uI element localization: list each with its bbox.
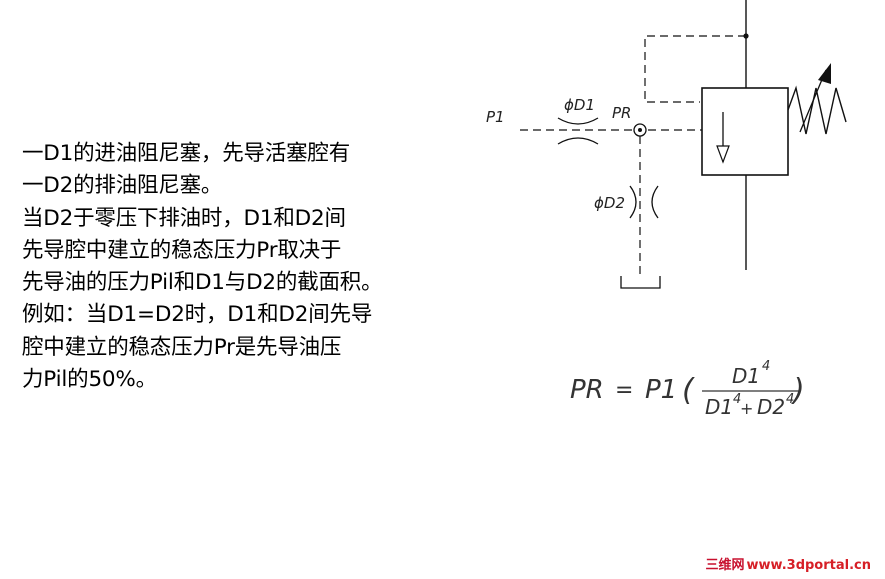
spring-adjust-arrowhead bbox=[818, 63, 831, 84]
adjustable-spring bbox=[787, 85, 847, 135]
formula-den-term1: D1 bbox=[705, 395, 733, 419]
formula-lhs: PR bbox=[570, 375, 604, 405]
formula-p1: P1 bbox=[645, 375, 677, 405]
formula-numerator-exp: 4 bbox=[762, 359, 770, 374]
orifice-d1-bottom bbox=[557, 137, 599, 145]
tank-symbol bbox=[620, 276, 661, 289]
label-p1: P1 bbox=[486, 108, 505, 126]
explanation-line: 先导油的压力Pil和D1与D2的截面积。 bbox=[22, 270, 383, 296]
formula-den-exp1: 4 bbox=[733, 392, 741, 407]
explanation-line: 力Pil的50%。 bbox=[22, 367, 157, 393]
explanation-line: 当D2于零压下排油时，D1和D2间 bbox=[22, 205, 346, 231]
explanation-text: 一D1的进油阻尼塞，先导活塞腔有 一D2的排油阻尼塞。 当D2于零压下排油时，D… bbox=[22, 138, 482, 396]
formula-numerator: D1 bbox=[732, 364, 760, 388]
label-d1: ϕD1 bbox=[564, 96, 595, 114]
watermark-url: www.3dportal.cn bbox=[746, 558, 871, 573]
pilot-feedback-line bbox=[644, 35, 746, 103]
explanation-line: 例如：当D1=D2时，D1和D2间先导 bbox=[22, 302, 373, 328]
label-pr: PR bbox=[612, 104, 631, 122]
pr-gauge-point-center bbox=[638, 128, 642, 132]
orifice-d2-left bbox=[629, 185, 637, 219]
formula-den-exp2: 4 bbox=[786, 392, 794, 407]
explanation-line: 一D1的进油阻尼塞，先导活塞腔有 bbox=[22, 141, 351, 166]
orifice-d2-right bbox=[651, 185, 659, 219]
formula-den-plus: + bbox=[740, 399, 753, 418]
pressure-formula: PR = P1 ( D1 4 D1 4 + D2 4 ) bbox=[570, 359, 805, 419]
formula-equals: = bbox=[615, 378, 633, 403]
explanation-line: 一D2的排油阻尼塞。 bbox=[22, 173, 223, 199]
explanation-line: 先导腔中建立的稳态压力Pr取决于 bbox=[22, 237, 342, 263]
formula-close-paren: ) bbox=[791, 373, 805, 408]
formula-open-paren: ( bbox=[682, 373, 695, 408]
watermark-cn: 三维网 bbox=[705, 558, 745, 573]
formula-den-term2: D2 bbox=[757, 395, 785, 419]
valve-body bbox=[701, 87, 789, 176]
orifice-d1-top bbox=[557, 117, 599, 125]
explanation-line: 腔中建立的稳态压力Pr是先导油压 bbox=[22, 334, 342, 360]
label-d2: ϕD2 bbox=[594, 194, 625, 212]
valve-arrow-head bbox=[716, 145, 730, 164]
